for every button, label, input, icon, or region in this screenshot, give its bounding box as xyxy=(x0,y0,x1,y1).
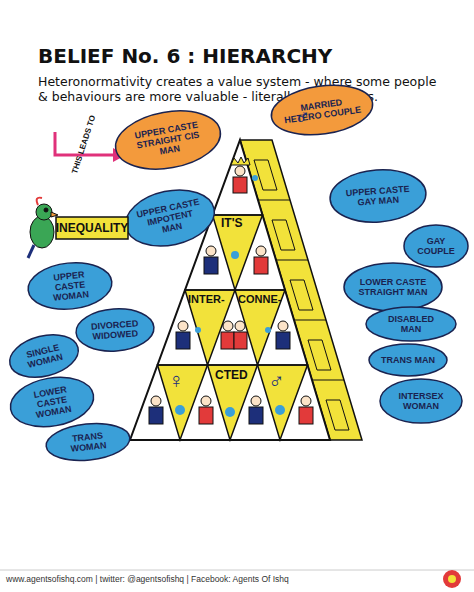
male-symbol: ♂ xyxy=(268,368,285,394)
footer-rule xyxy=(0,570,474,571)
arrow-note: THIS LEADS TO xyxy=(70,114,97,175)
diagram-title: BELIEF No. 6 : HIERARCHY xyxy=(38,44,332,68)
category-oval: DISABLED MAN xyxy=(365,306,457,342)
category-oval: UPPER CASTE STRAIGHT CIS MAN xyxy=(110,102,226,178)
category-oval: LOWER CASTE STRAIGHT MAN xyxy=(343,262,443,312)
pyramid-word: IT'S xyxy=(221,216,243,230)
pyramid xyxy=(130,140,330,440)
people-figures xyxy=(149,246,313,424)
pyramid-cells xyxy=(158,215,308,440)
category-oval: DIVORCED WIDOWED xyxy=(74,305,157,354)
crowned-figure xyxy=(231,157,250,193)
pyramid-word: INTER- xyxy=(188,293,225,305)
category-oval: GAY COUPLE xyxy=(403,224,469,268)
category-text: INTERSEX WOMAN xyxy=(379,391,463,411)
female-symbol: ♀ xyxy=(168,368,185,394)
subtitle-caption: Heteronormativity creates a value system… xyxy=(38,74,448,104)
category-text: GAY COUPLE xyxy=(403,236,469,256)
category-oval: TRANS WOMAN xyxy=(43,419,133,466)
category-text: LOWER CASTE STRAIGHT MAN xyxy=(343,277,443,297)
footer-note: www.agentsofishq.com | twitter: @agentso… xyxy=(6,574,289,584)
category-oval: INTERSEX WOMAN xyxy=(379,378,463,424)
pyramid-word: CTED xyxy=(215,368,248,382)
category-text: TRANS MAN xyxy=(369,355,447,365)
category-oval: UPPER CASTE GAY MAN xyxy=(327,166,429,227)
pyramid-word: CONNE- xyxy=(238,293,281,305)
category-oval: TRANS MAN xyxy=(368,343,448,377)
result-text: INEQUALITY xyxy=(54,223,131,233)
result-box: INEQUALITY xyxy=(55,216,129,240)
bird-mascot xyxy=(28,198,58,258)
category-oval: UPPER CASTE WOMAN xyxy=(25,258,116,315)
male-symbol: ♂ xyxy=(294,104,311,130)
logo xyxy=(443,570,461,588)
category-oval: SINGLE WOMAN xyxy=(4,327,84,385)
category-text: DISABLED MAN xyxy=(365,314,457,334)
